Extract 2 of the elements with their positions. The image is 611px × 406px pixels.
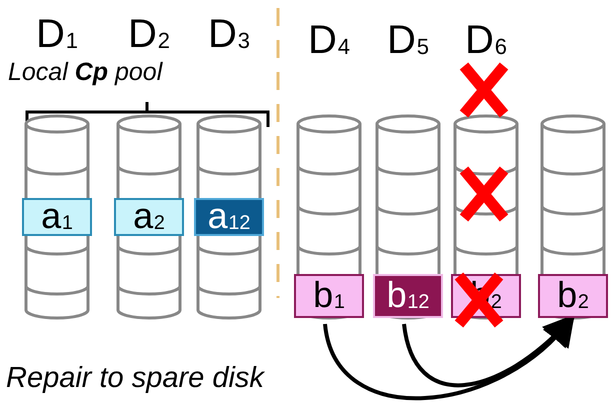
pool-label: Local Cp pool [8,58,162,87]
caption-text: Repair to spare disk [6,362,264,395]
